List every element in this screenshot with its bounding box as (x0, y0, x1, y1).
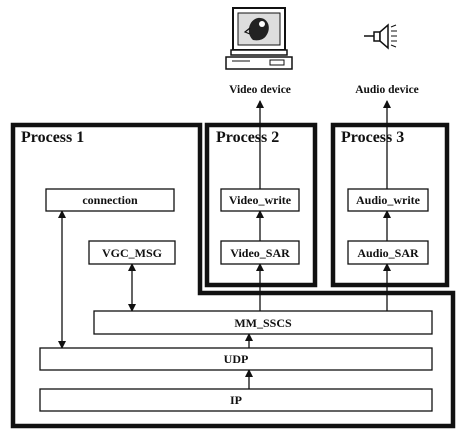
audio-write-box: Audio_write (347, 188, 429, 212)
mm-sscs-box: MM_SSCS (93, 310, 433, 335)
connectors (58, 100, 391, 389)
audio-device-label: Audio device (355, 84, 419, 96)
audio-write-label: Audio_write (356, 193, 421, 207)
process-2-frame (204, 122, 318, 288)
process-1-frame (10, 122, 456, 429)
video-sar-label: Video_SAR (230, 246, 290, 260)
mm-sscs-label: MM_SSCS (234, 316, 292, 330)
udp-label: UDP (224, 352, 249, 366)
vgc-msg-label: VGC_MSG (102, 246, 162, 260)
process-1-title: Process 1 (21, 129, 84, 146)
process-3-title: Process 3 (341, 129, 404, 146)
udp-box: UDP (39, 347, 433, 371)
audio-sar-box: Audio_SAR (347, 240, 429, 265)
connection-label: connection (82, 193, 138, 207)
vgc-msg-box: VGC_MSG (88, 240, 176, 265)
video-sar-box: Video_SAR (220, 240, 300, 265)
video-write-label: Video_write (229, 193, 292, 207)
speaker-icon (364, 23, 397, 50)
computer-monitor-icon (225, 7, 293, 70)
process-3-frame (330, 122, 450, 288)
connection-box: connection (45, 188, 175, 212)
audio-sar-label: Audio_SAR (357, 246, 419, 260)
ip-label: IP (230, 393, 242, 407)
process-2-title: Process 2 (216, 129, 279, 146)
video-device-label: Video device (229, 84, 291, 96)
ip-box: IP (39, 388, 433, 412)
video-write-box: Video_write (220, 188, 300, 212)
